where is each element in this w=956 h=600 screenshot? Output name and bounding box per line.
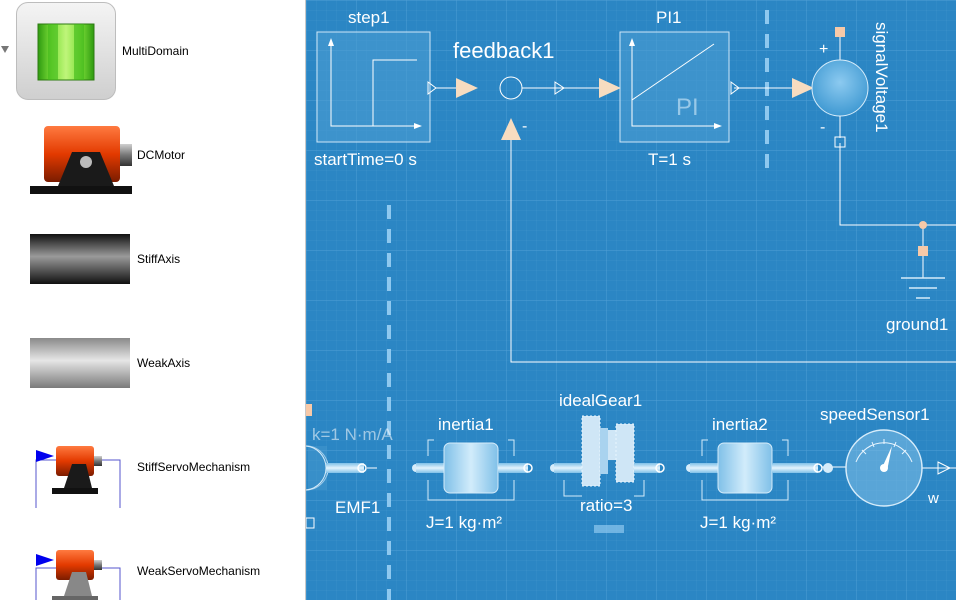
dc-motor-icon	[30, 126, 132, 194]
diagram-canvas[interactable]: step1 startTime=0 s feedback1 - PI1	[306, 0, 956, 600]
ideal-gear1-param: ratio=3	[580, 496, 632, 515]
emf1-param: k=1 N·m/A	[312, 425, 393, 444]
speed-sensor1-name: speedSensor1	[820, 405, 930, 424]
step1-name: step1	[348, 8, 390, 27]
signal-voltage1-block[interactable]: + - signalVoltage1	[792, 22, 891, 148]
library-item-label: WeakAxis	[137, 356, 191, 370]
step1-output-port[interactable]	[427, 81, 437, 95]
step1-block[interactable]: step1 startTime=0 s	[314, 8, 431, 169]
signal-voltage1-input-arrow[interactable]	[792, 78, 814, 98]
disclosure-triangle-icon[interactable]	[1, 46, 9, 53]
feedback1-block[interactable]: feedback1 -	[453, 38, 565, 140]
emf1-flange[interactable]	[357, 463, 367, 473]
pi1-output-port[interactable]	[730, 81, 740, 95]
stiff-servo-icon	[35, 446, 121, 508]
library-item-label: MultiDomain	[122, 44, 189, 58]
emf1-block[interactable]: k=1 N·m/A EMF1	[306, 404, 393, 529]
signal-voltage1-name: signalVoltage1	[872, 22, 891, 133]
library-item-multidomain[interactable]: MultiDomain	[0, 0, 305, 104]
feedback1-name: feedback1	[453, 38, 555, 63]
diagram-svg: step1 startTime=0 s feedback1 - PI1	[306, 0, 956, 600]
connections	[367, 87, 956, 469]
weak-axis-icon	[30, 338, 130, 388]
pi1-param: T=1 s	[648, 150, 691, 169]
step1-param: startTime=0 s	[314, 150, 417, 169]
library-item-weakaxis[interactable]: WeakAxis	[0, 312, 305, 416]
ground1-name: ground1	[886, 315, 948, 334]
signal-voltage1-minus: -	[820, 119, 825, 136]
inertia2-param: J=1 kg·m²	[700, 513, 776, 532]
pi1-name: PI1	[656, 8, 682, 27]
library-item-label: WeakServoMechanism	[137, 564, 261, 578]
pi1-input-arrow[interactable]	[599, 78, 621, 98]
library-item-weakservomechanism[interactable]: WeakServoMechanism	[0, 520, 305, 600]
weak-servo-icon	[35, 550, 121, 600]
ground1-pin[interactable]	[918, 246, 928, 256]
speed-sensor1-block[interactable]: speedSensor1 w	[820, 405, 952, 507]
pi1-inner-label: PI	[676, 94, 699, 121]
signal-voltage1-positive-pin[interactable]	[835, 27, 845, 37]
emf1-name: EMF1	[335, 498, 380, 517]
ideal-gear1-block[interactable]: idealGear1 ratio=3	[550, 391, 665, 533]
library-sidebar: MultiDomain DCMotor	[0, 0, 306, 600]
speed-sensor1-output-label: w	[927, 490, 939, 507]
inertia1-block[interactable]: inertia1 J=1 kg·m²	[412, 415, 533, 532]
library-item-stiffaxis[interactable]: StiffAxis	[0, 208, 305, 312]
signal-voltage1-plus: +	[819, 41, 828, 58]
emf1-pin[interactable]	[306, 404, 312, 416]
ground1-block[interactable]: ground1	[886, 221, 948, 334]
stiff-axis-icon	[30, 234, 130, 284]
library-item-label: StiffAxis	[137, 252, 181, 266]
signal-voltage1-negative-pin[interactable]	[834, 136, 846, 148]
library-item-label: DCMotor	[137, 148, 186, 162]
inertia2-name: inertia2	[712, 415, 768, 434]
feedback1-minus: -	[522, 118, 527, 135]
inertia1-name: inertia1	[438, 415, 494, 434]
multidomain-icon	[37, 23, 95, 81]
inertia2-block[interactable]: inertia2 J=1 kg·m²	[686, 415, 823, 532]
library-item-label: StiffServoMechanism	[137, 460, 251, 474]
speed-sensor1-output-port[interactable]	[937, 461, 952, 475]
pi1-block[interactable]: PI1 PI T=1 s	[599, 8, 740, 169]
feedback1-input-arrow[interactable]	[456, 78, 478, 98]
library-item-dcmotor[interactable]: DCMotor	[0, 104, 305, 208]
feedback1-output-port[interactable]	[554, 81, 565, 95]
ideal-gear1-name: idealGear1	[559, 391, 642, 410]
library-item-stiffservomechanism[interactable]: StiffServoMechanism	[0, 416, 305, 520]
inertia1-param: J=1 kg·m²	[426, 513, 502, 532]
feedback1-feedback-arrow[interactable]	[501, 118, 521, 140]
